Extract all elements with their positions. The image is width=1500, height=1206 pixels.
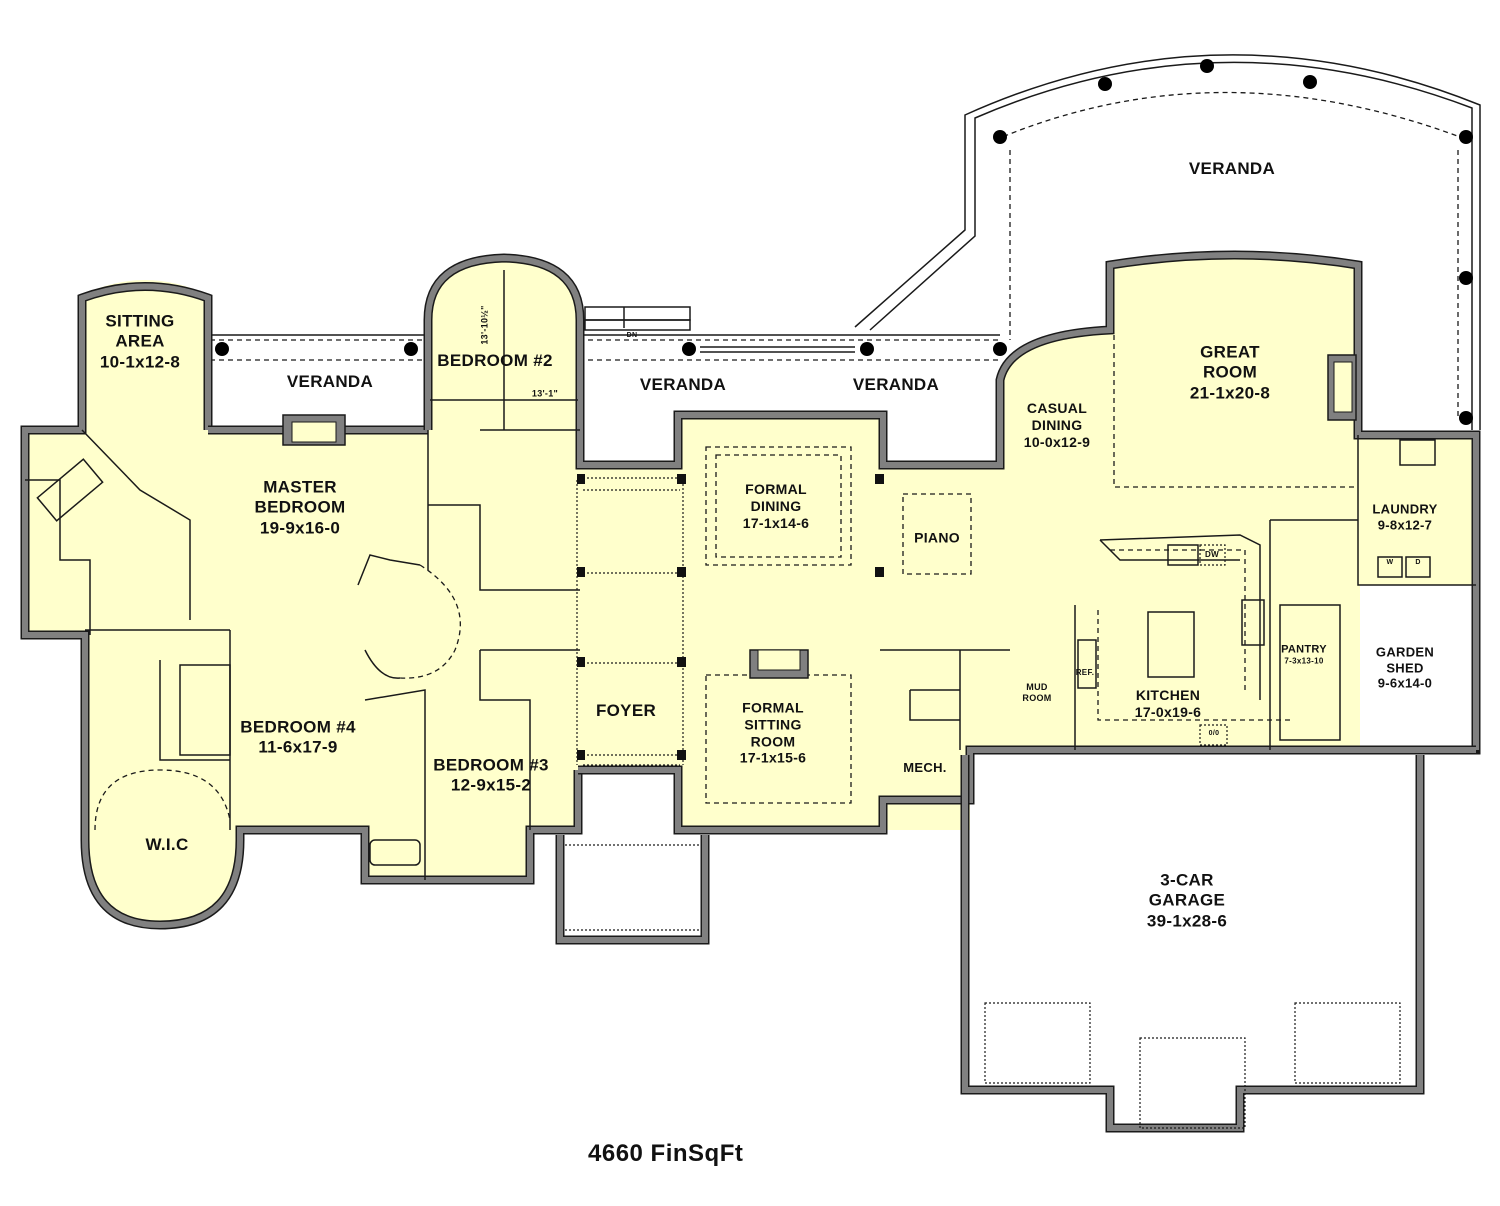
refrigerator-label: REF.	[1075, 668, 1095, 678]
veranda-label-center: VERANDA	[639, 374, 727, 394]
bedroom-2-depth-dimension: 13'-10½"	[479, 305, 490, 345]
veranda-label-east: VERANDA	[852, 374, 940, 394]
room-label-piano: PIANO	[914, 529, 960, 546]
room-label-wic: W.I.C	[145, 834, 189, 854]
washer-label: W	[1386, 558, 1394, 566]
room-label-mech: MECH.	[903, 760, 947, 776]
interior-walls	[25, 270, 1476, 1129]
veranda-label-rear: VERANDA	[1188, 158, 1276, 178]
room-label-foyer: FOYER	[595, 700, 657, 720]
oven-label: 0/0	[1208, 729, 1220, 737]
room-label-bedroom-2: BEDROOM #2	[437, 350, 553, 370]
exterior-walls	[20, 250, 1481, 1133]
foyer-columns	[577, 474, 884, 760]
square-footage-title: 4660 FinSqFt	[588, 1140, 744, 1167]
fireplace-icons	[282, 354, 1357, 679]
rear-veranda-outline	[210, 54, 1481, 430]
veranda-column-icons	[215, 59, 1473, 425]
bedroom-2-width-dimension: 13'-1"	[531, 388, 559, 399]
dishwasher-label: DW	[1205, 550, 1219, 560]
garden-shed-area	[1360, 588, 1475, 750]
stair-down-label: DN	[626, 331, 638, 339]
dryer-label: D	[1415, 558, 1421, 566]
veranda-label-master: VERANDA	[286, 371, 374, 391]
